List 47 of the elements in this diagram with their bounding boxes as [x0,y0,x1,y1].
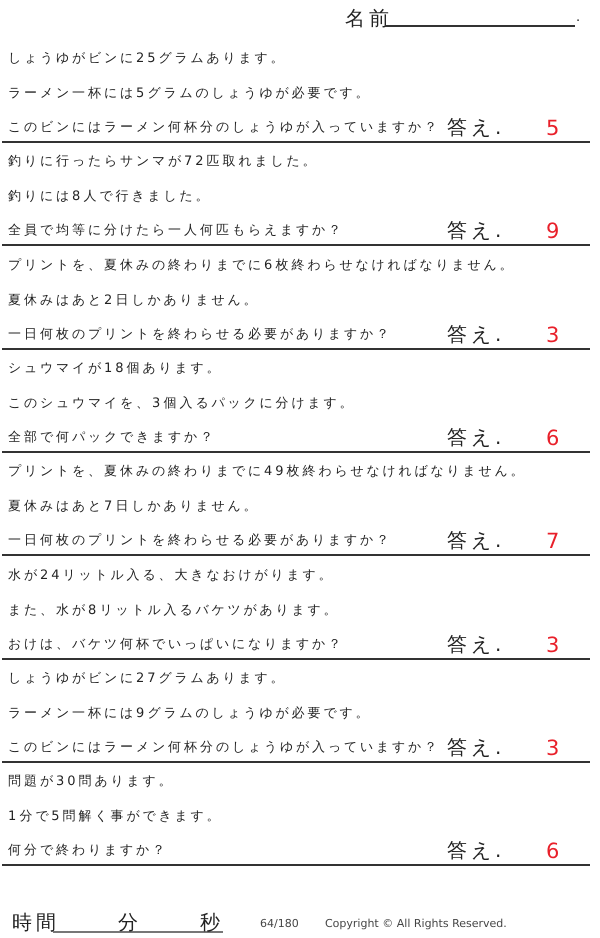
answer-label: 答え. [447,840,506,860]
name-label: 名前 [345,8,393,28]
question-text: このシュウマイを、3個入るパックに分けます。 [8,396,356,410]
question-text: シュウマイが18個あります。 [8,362,223,375]
answer-number: 6 [546,428,560,449]
answer-number: 6 [546,841,560,862]
question-text: 何分で終わりますか？ [8,844,168,858]
answer-label: 答え. [447,117,506,137]
question-text: 問題が30問あります。 [8,775,175,788]
question-text: 夏休みはあと2日しかありません。 [8,294,260,307]
question-text: このビンにはラーメン何杯分のしょうゆが入っていますか？ [8,121,440,134]
answer-label: 答え. [447,634,506,654]
answer-number: 3 [546,634,560,656]
answer-number: 7 [546,531,560,552]
answer-number: 5 [546,118,560,139]
unit-label: 分 [118,912,142,932]
question-text: しょうゆがビンに25グラムあります。 [8,52,287,65]
time-label: 時間 [12,912,60,932]
answer-label: 答え. [447,324,506,344]
period-mark: . [576,11,584,24]
page-number: 64/180 [260,918,299,929]
answer-label: 答え. [447,426,506,447]
unit-label: 秒 [200,912,224,932]
answer-number: 3 [546,324,560,346]
question-text: 1分で5問解く事ができます。 [8,810,223,824]
answer-number: 3 [546,738,560,759]
question-text: 水が24リットル入る、大きなおけがります。 [8,568,335,582]
question-text: 釣りに行ったらサンマが72匹取れました。 [8,155,319,168]
question-text: しょうゆがビンに27グラムあります。 [8,672,287,685]
question-text: プリントを、夏休みの終わりまでに6枚終わらせなければなりません。 [8,258,516,272]
question-text: 全部で何パックできますか？ [8,430,216,444]
question-text: おけは、バケツ何杯でいっぱいになりますか？ [8,638,344,650]
answer-number: 9 [546,221,560,242]
question-text: 全員で均等に分けたら一人何匹もらえますか？ [8,224,344,238]
question-text: ラーメン一杯には5グラムのしょうゆが必要です。 [8,87,372,100]
question-text: 釣りには8人で行きました。 [8,190,212,204]
answer-label: 答え. [447,530,506,550]
answer-label: 答え. [447,736,506,757]
question-text: プリントを、夏休みの終わりまでに49枚終わらせなければなりません。 [8,465,527,478]
question-text: ラーメン一杯には9グラムのしょうゆが必要です。 [8,706,372,720]
question-text: 夏休みはあと7日しかありません。 [8,500,260,514]
question-text: また、水が8リットル入るバケツがあります。 [8,604,340,616]
answer-label: 答え. [447,220,506,240]
copyright-notice: Copyright © All Rights Reserved. [325,918,507,929]
question-text: 一日何枚のプリントを終わらせる必要がありますか？ [8,328,392,341]
question-text: 一日何枚のプリントを終わらせる必要がありますか？ [8,534,392,548]
question-text: このビンにはラーメン何杯分のしょうゆが入っていますか？ [8,740,440,754]
